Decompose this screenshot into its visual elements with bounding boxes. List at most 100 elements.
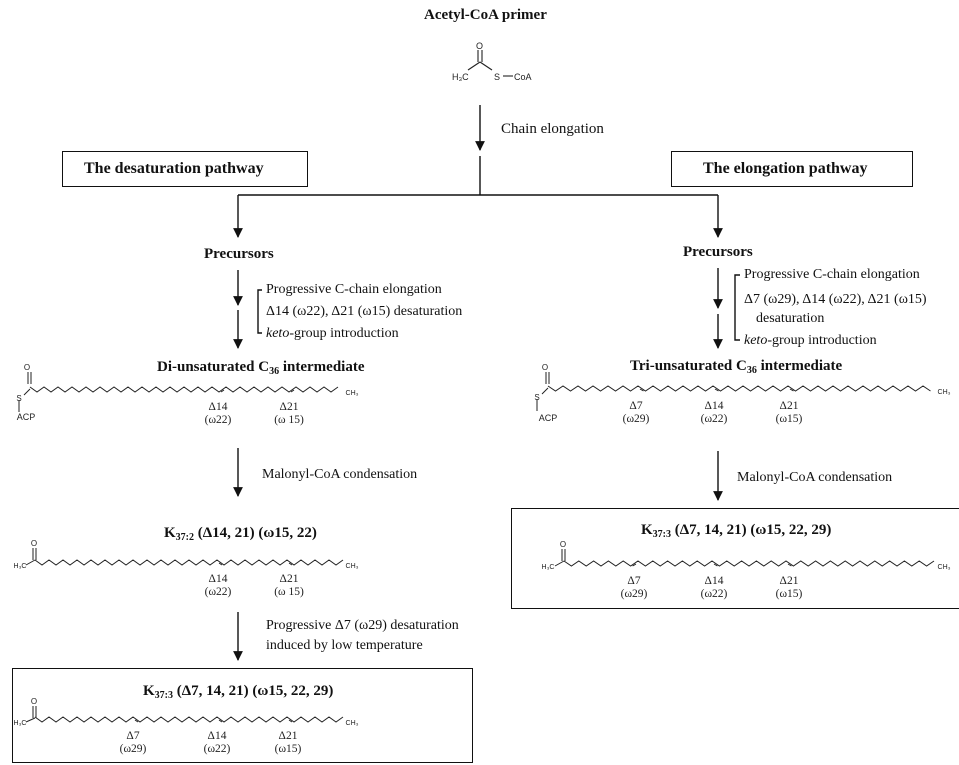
right-int-delta-2: Δ21 bbox=[780, 400, 799, 412]
left-k373-omega-0: (ω29) bbox=[120, 743, 147, 755]
k372-delta-0: Δ14 bbox=[209, 573, 228, 585]
right-int-delta-1: Δ14 bbox=[705, 400, 724, 412]
right-bracket bbox=[734, 274, 740, 341]
k372-chain-double-bond-1 bbox=[288, 562, 293, 566]
right-k373-omega-0: (ω29) bbox=[621, 588, 648, 600]
left-step-keto: keto-group introduction bbox=[266, 326, 399, 341]
left-k373-h3c: H₃C bbox=[14, 720, 27, 727]
acetyl-s: S bbox=[494, 72, 500, 82]
acetyl-h3c: H₃C bbox=[452, 72, 469, 82]
right-step-desaturation-cont: desaturation bbox=[756, 311, 825, 326]
k372-delta-1: Δ21 bbox=[280, 573, 299, 585]
acetyl-o: O bbox=[476, 41, 483, 51]
right-k373-o: O bbox=[560, 540, 566, 549]
right-int-s: S bbox=[534, 393, 539, 402]
right-k373-h3c: H₃C bbox=[542, 564, 555, 571]
right-int-o: O bbox=[542, 363, 548, 372]
left-k373-delta-1: Δ14 bbox=[208, 730, 227, 742]
left-int-omega-0: (ω22) bbox=[205, 414, 232, 426]
left-int-acp: ACP bbox=[17, 412, 36, 422]
right-condensation-label: Malonyl-CoA condensation bbox=[737, 470, 893, 485]
acetyl-coa-structure bbox=[467, 50, 513, 77]
k372-omega-0: (ω22) bbox=[205, 586, 232, 598]
left-k373-chain-double-bond-0 bbox=[134, 719, 139, 723]
left-precursors: Precursors bbox=[204, 246, 274, 262]
right-k373-omega-1: (ω22) bbox=[701, 588, 728, 600]
right-k373-chain-double-bond-0 bbox=[632, 563, 637, 567]
right-step-elongation: Progressive C-chain elongation bbox=[744, 267, 920, 282]
right-intermediate-title: Tri-unsaturated C36 intermediate bbox=[630, 358, 843, 376]
low-temp-line2: induced by low temperature bbox=[266, 638, 423, 653]
k372-chain bbox=[34, 559, 344, 566]
k372-title: K37:2 (Δ14, 21) (ω15, 22) bbox=[164, 525, 317, 543]
k372-chain-double-bond-0 bbox=[218, 562, 223, 566]
right-int-omega-2: (ω15) bbox=[776, 413, 803, 425]
right-k373-chain-double-bond-2 bbox=[787, 563, 792, 567]
left-int-s: S bbox=[16, 394, 21, 403]
left-int-ch3: CH₃ bbox=[346, 390, 359, 397]
left-int-chain-double-bond-0 bbox=[220, 389, 225, 393]
right-int-omega-1: (ω22) bbox=[701, 413, 728, 425]
right-k373-chain-double-bond-1 bbox=[713, 563, 718, 567]
left-k373-chain-double-bond-1 bbox=[218, 719, 223, 723]
right-precursors: Precursors bbox=[683, 244, 753, 260]
left-k373-ch3: CH₃ bbox=[346, 720, 359, 727]
right-k373-title: K37:3 (Δ7, 14, 21) (ω15, 22, 29) bbox=[641, 522, 832, 540]
left-k373-delta-0: Δ7 bbox=[126, 730, 139, 742]
left-k373-methyl-bond bbox=[25, 717, 36, 723]
right-int-acyl-bond bbox=[541, 387, 549, 395]
low-temp-line1: Progressive Δ7 (ω29) desaturation bbox=[266, 618, 459, 633]
right-int-acp: ACP bbox=[539, 413, 558, 423]
left-int-delta-0: Δ14 bbox=[209, 401, 228, 413]
left-k373-box bbox=[12, 668, 473, 763]
left-k373-chain-double-bond-2 bbox=[288, 719, 293, 723]
left-k373-omega-1: (ω22) bbox=[204, 743, 231, 755]
right-k373-delta-1: Δ14 bbox=[705, 575, 724, 587]
elongation-pathway-box bbox=[671, 151, 913, 187]
left-step-elongation: Progressive C-chain elongation bbox=[266, 282, 442, 297]
right-k373-omega-2: (ω15) bbox=[776, 588, 803, 600]
chain-elongation-label: Chain elongation bbox=[501, 121, 604, 137]
left-bracket bbox=[257, 289, 262, 334]
left-int-o: O bbox=[24, 363, 30, 372]
right-step-desaturation: Δ7 (ω29), Δ14 (ω22), Δ21 (ω15) bbox=[744, 292, 927, 307]
left-int-chain bbox=[29, 386, 339, 393]
k372-h3c: H₃C bbox=[14, 563, 27, 570]
right-k373-delta-0: Δ7 bbox=[627, 575, 640, 587]
desaturation-pathway-title: The desaturation pathway bbox=[84, 160, 264, 177]
right-k373-chain bbox=[563, 560, 935, 567]
right-k373-ch3: CH₃ bbox=[938, 564, 951, 571]
left-k373-chain bbox=[34, 716, 344, 723]
left-int-chain-double-bond-1 bbox=[290, 389, 295, 393]
left-k373-title: K37:3 (Δ7, 14, 21) (ω15, 22, 29) bbox=[143, 683, 334, 701]
left-int-acyl-bond bbox=[23, 388, 31, 396]
left-condensation-label: Malonyl-CoA condensation bbox=[262, 467, 418, 482]
left-step-desaturation: Δ14 (ω22), Δ21 (ω15) desaturation bbox=[266, 304, 463, 319]
k372-ch3: CH₃ bbox=[346, 563, 359, 570]
left-k373-o: O bbox=[31, 697, 37, 706]
right-int-omega-0: (ω29) bbox=[623, 413, 650, 425]
left-int-omega-1: (ω 15) bbox=[274, 414, 304, 426]
k372-omega-1: (ω 15) bbox=[274, 586, 304, 598]
right-step-keto: keto-group introduction bbox=[744, 333, 877, 348]
left-k373-delta-2: Δ21 bbox=[279, 730, 298, 742]
right-int-ch3: CH₃ bbox=[938, 389, 951, 396]
k372-methyl-bond bbox=[25, 559, 36, 566]
right-int-chain-double-bond-0 bbox=[639, 388, 644, 392]
left-int-delta-1: Δ21 bbox=[280, 401, 299, 413]
left-intermediate-title: Di-unsaturated C36 intermediate bbox=[157, 359, 365, 377]
desaturation-pathway-box bbox=[62, 151, 308, 187]
right-k373-methyl-bond bbox=[554, 560, 565, 567]
right-int-chain-double-bond-2 bbox=[789, 388, 794, 392]
right-int-delta-0: Δ7 bbox=[629, 400, 642, 412]
right-k373-delta-2: Δ21 bbox=[780, 575, 799, 587]
k372-o: O bbox=[31, 539, 37, 548]
right-int-chain bbox=[547, 385, 931, 392]
primer-title: Acetyl-CoA primer bbox=[424, 7, 547, 23]
left-k373-omega-2: (ω15) bbox=[275, 743, 302, 755]
right-k373-box bbox=[511, 508, 959, 609]
acetyl-coa: CoA bbox=[514, 72, 532, 82]
elongation-pathway-title: The elongation pathway bbox=[703, 160, 868, 177]
right-int-chain-double-bond-1 bbox=[714, 388, 719, 392]
